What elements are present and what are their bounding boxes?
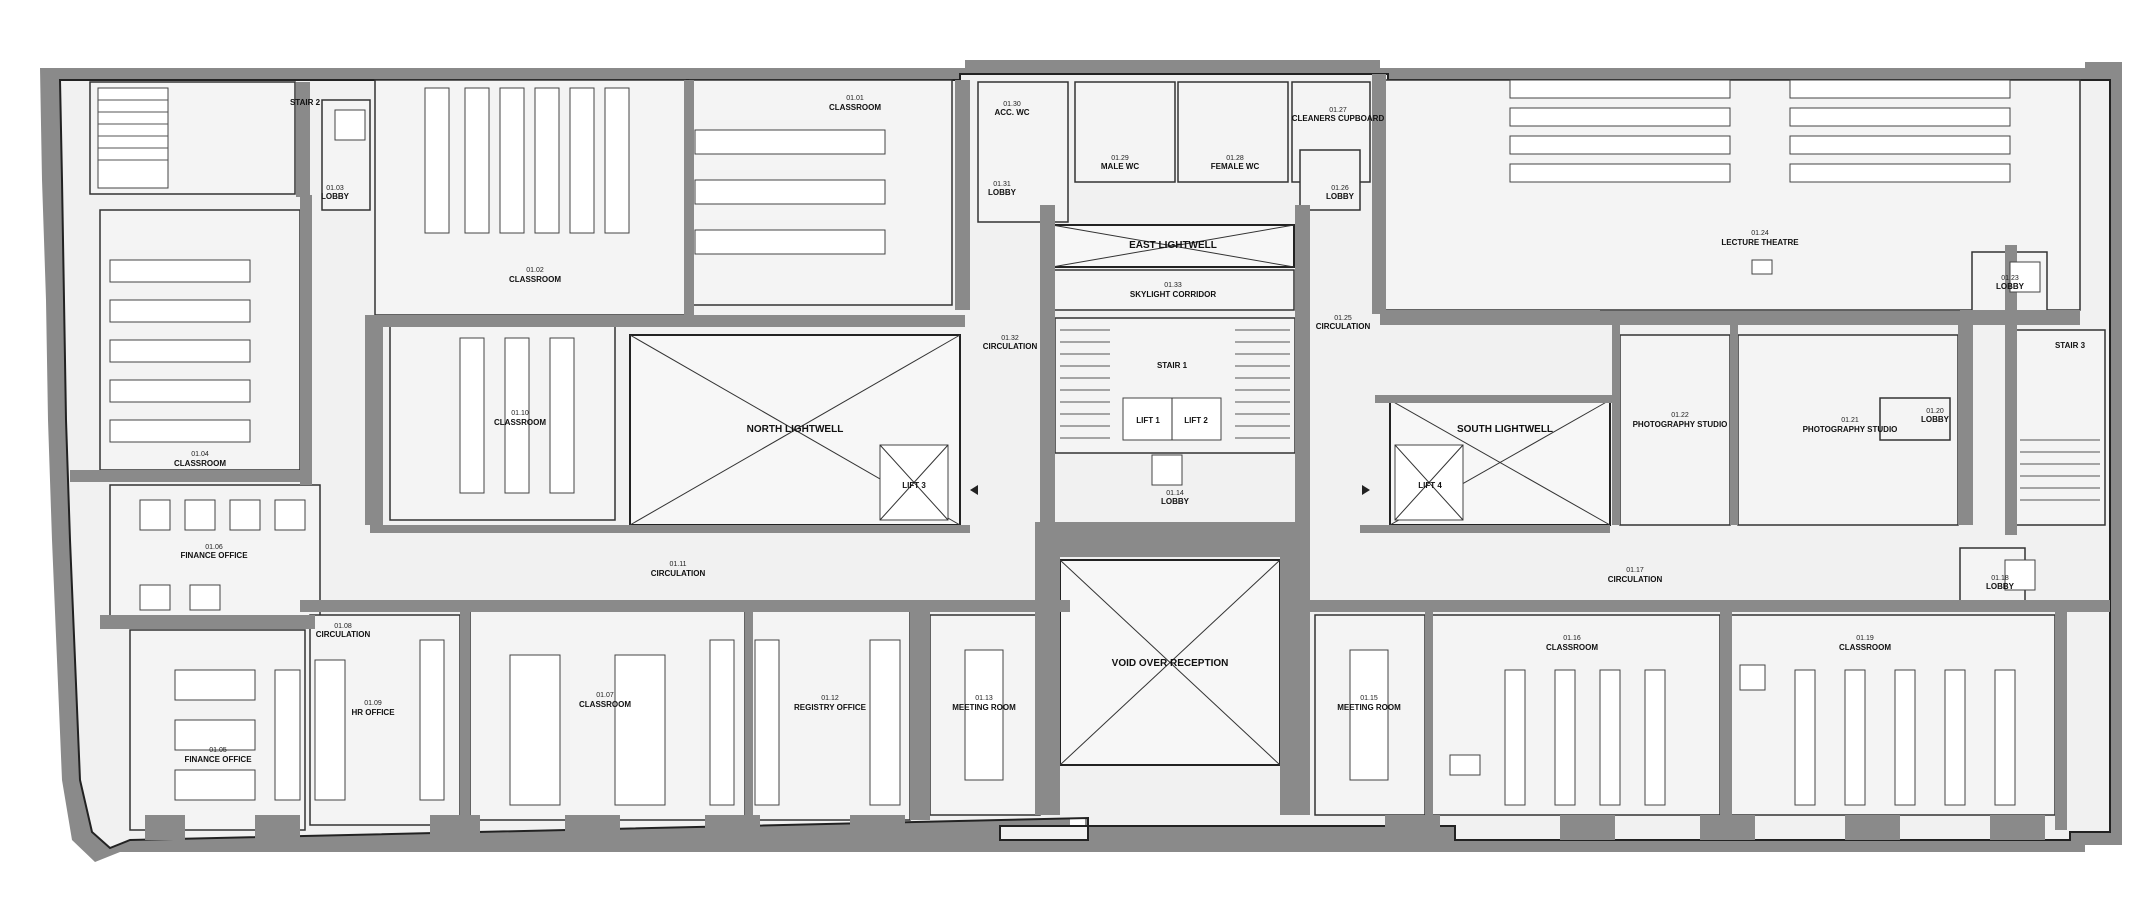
internal-walls <box>70 74 2110 840</box>
room-r0110-number: 01.10 <box>511 410 529 417</box>
room-r0120-name: LOBBY <box>1921 415 1950 424</box>
stair-1-label: STAIR 1 <box>1157 361 1188 370</box>
room-r0103-number: 01.03 <box>326 185 344 192</box>
room-r0114-name: LOBBY <box>1161 497 1190 506</box>
furniture <box>109 79 2041 806</box>
room-r0115-name: MEETING ROOM <box>1337 703 1401 712</box>
room-r0106-number: 01.06 <box>205 544 223 551</box>
room-r0133-name: SKYLIGHT CORRIDOR <box>1130 290 1216 299</box>
room-r0117-name: CIRCULATION <box>1608 575 1663 584</box>
room-r0128-name: FEMALE WC <box>1211 162 1260 171</box>
room-r0125-number: 01.25 <box>1334 315 1352 322</box>
room-r0119-number: 01.19 <box>1856 635 1874 642</box>
room-r0107-number: 01.07 <box>596 692 614 699</box>
stair-2-label: STAIR 2 <box>290 98 321 107</box>
room-r0130-number: 01.30 <box>1003 101 1021 108</box>
room-r0125-name: CIRCULATION <box>1316 322 1371 331</box>
room-r0114-number: 01.14 <box>1166 490 1184 497</box>
north-lightwell-label: NORTH LIGHTWELL <box>747 424 844 435</box>
room-r0113-name: MEETING ROOM <box>952 703 1016 712</box>
room-r0129-name: MALE WC <box>1101 162 1139 171</box>
room-r0104-number: 01.04 <box>191 451 209 458</box>
south-lightwell-label: SOUTH LIGHTWELL <box>1457 424 1553 435</box>
room-r0120-number: 01.20 <box>1926 408 1944 415</box>
room-r0115-number: 01.15 <box>1360 695 1378 702</box>
room-r0124-name: LECTURE THEATRE <box>1721 238 1799 247</box>
lift-1-label: LIFT 1 <box>1136 416 1160 425</box>
room-r0129-number: 01.29 <box>1111 155 1129 162</box>
room-r0132-name: CIRCULATION <box>983 342 1038 351</box>
room-r0106-name: FINANCE OFFICE <box>180 551 248 560</box>
room-r0116-number: 01.16 <box>1563 635 1581 642</box>
room-r0133-number: 01.33 <box>1164 282 1182 289</box>
void-reception-label: VOID OVER RECEPTION <box>1112 658 1229 669</box>
room-r0122-number: 01.22 <box>1671 412 1689 419</box>
room-r0109-name: HR OFFICE <box>351 708 395 717</box>
room-r0109-number: 01.09 <box>364 700 382 707</box>
room-r0111-name: CIRCULATION <box>651 569 706 578</box>
labels: STAIR 2 STAIR 1 STAIR 3 LIFT 1 LIFT 2 LI… <box>174 95 2086 764</box>
room-r0126-name: LOBBY <box>1326 192 1355 201</box>
room-r0127-number: 01.27 <box>1329 107 1347 114</box>
room-r0117-number: 01.17 <box>1626 567 1644 574</box>
room-r0103-name: LOBBY <box>321 192 350 201</box>
room-r0112-number: 01.12 <box>821 695 839 702</box>
room-r0108-number: 01.08 <box>334 623 352 630</box>
room-r0124-number: 01.24 <box>1751 230 1769 237</box>
room-r0105-name: FINANCE OFFICE <box>184 755 252 764</box>
room-r0130-name: ACC. WC <box>994 108 1029 117</box>
lift-2-label: LIFT 2 <box>1184 416 1208 425</box>
room-r0119-name: CLASSROOM <box>1839 643 1891 652</box>
room-r0110-name: CLASSROOM <box>494 418 546 427</box>
room-r0131-name: LOBBY <box>988 188 1017 197</box>
room-r0111-number: 01.11 <box>670 561 687 568</box>
room-r0132-number: 01.32 <box>1001 335 1019 342</box>
lift-3-label: LIFT 3 <box>902 481 926 490</box>
room-r0112-name: REGISTRY OFFICE <box>794 703 867 712</box>
room-r0102-number: 01.02 <box>526 267 544 274</box>
lift-4-label: LIFT 4 <box>1418 481 1442 490</box>
room-r0101-number: 01.01 <box>846 95 864 102</box>
room-r0102-name: CLASSROOM <box>509 275 561 284</box>
room-r0105-number: 01.05 <box>209 747 227 754</box>
room-r0123-name: LOBBY <box>1996 282 2025 291</box>
room-r0118-number: 01.18 <box>1991 575 2009 582</box>
room-r0126-number: 01.26 <box>1331 185 1349 192</box>
room-r0123-number: 01.23 <box>2001 275 2019 282</box>
room-r0118-name: LOBBY <box>1986 582 2015 591</box>
room-r0104-name: CLASSROOM <box>174 459 226 468</box>
room-r0101-name: CLASSROOM <box>829 103 881 112</box>
east-lightwell-label: EAST LIGHTWELL <box>1129 240 1217 251</box>
room-r0127-name: CLEANERS CUPBOARD <box>1292 114 1385 123</box>
room-r0116-name: CLASSROOM <box>1546 643 1598 652</box>
room-r0128-number: 01.28 <box>1226 155 1244 162</box>
room-r0121-number: 01.21 <box>1841 417 1859 424</box>
room-r0122-name: PHOTOGRAPHY STUDIO <box>1633 420 1728 429</box>
stair-3-label: STAIR 3 <box>2055 341 2086 350</box>
room-r0113-number: 01.13 <box>975 695 993 702</box>
room-r0107-name: CLASSROOM <box>579 700 631 709</box>
room-r0131-number: 01.31 <box>993 181 1011 188</box>
room-r0108-name: CIRCULATION <box>316 630 371 639</box>
room-r0121-name: PHOTOGRAPHY STUDIO <box>1803 425 1898 434</box>
